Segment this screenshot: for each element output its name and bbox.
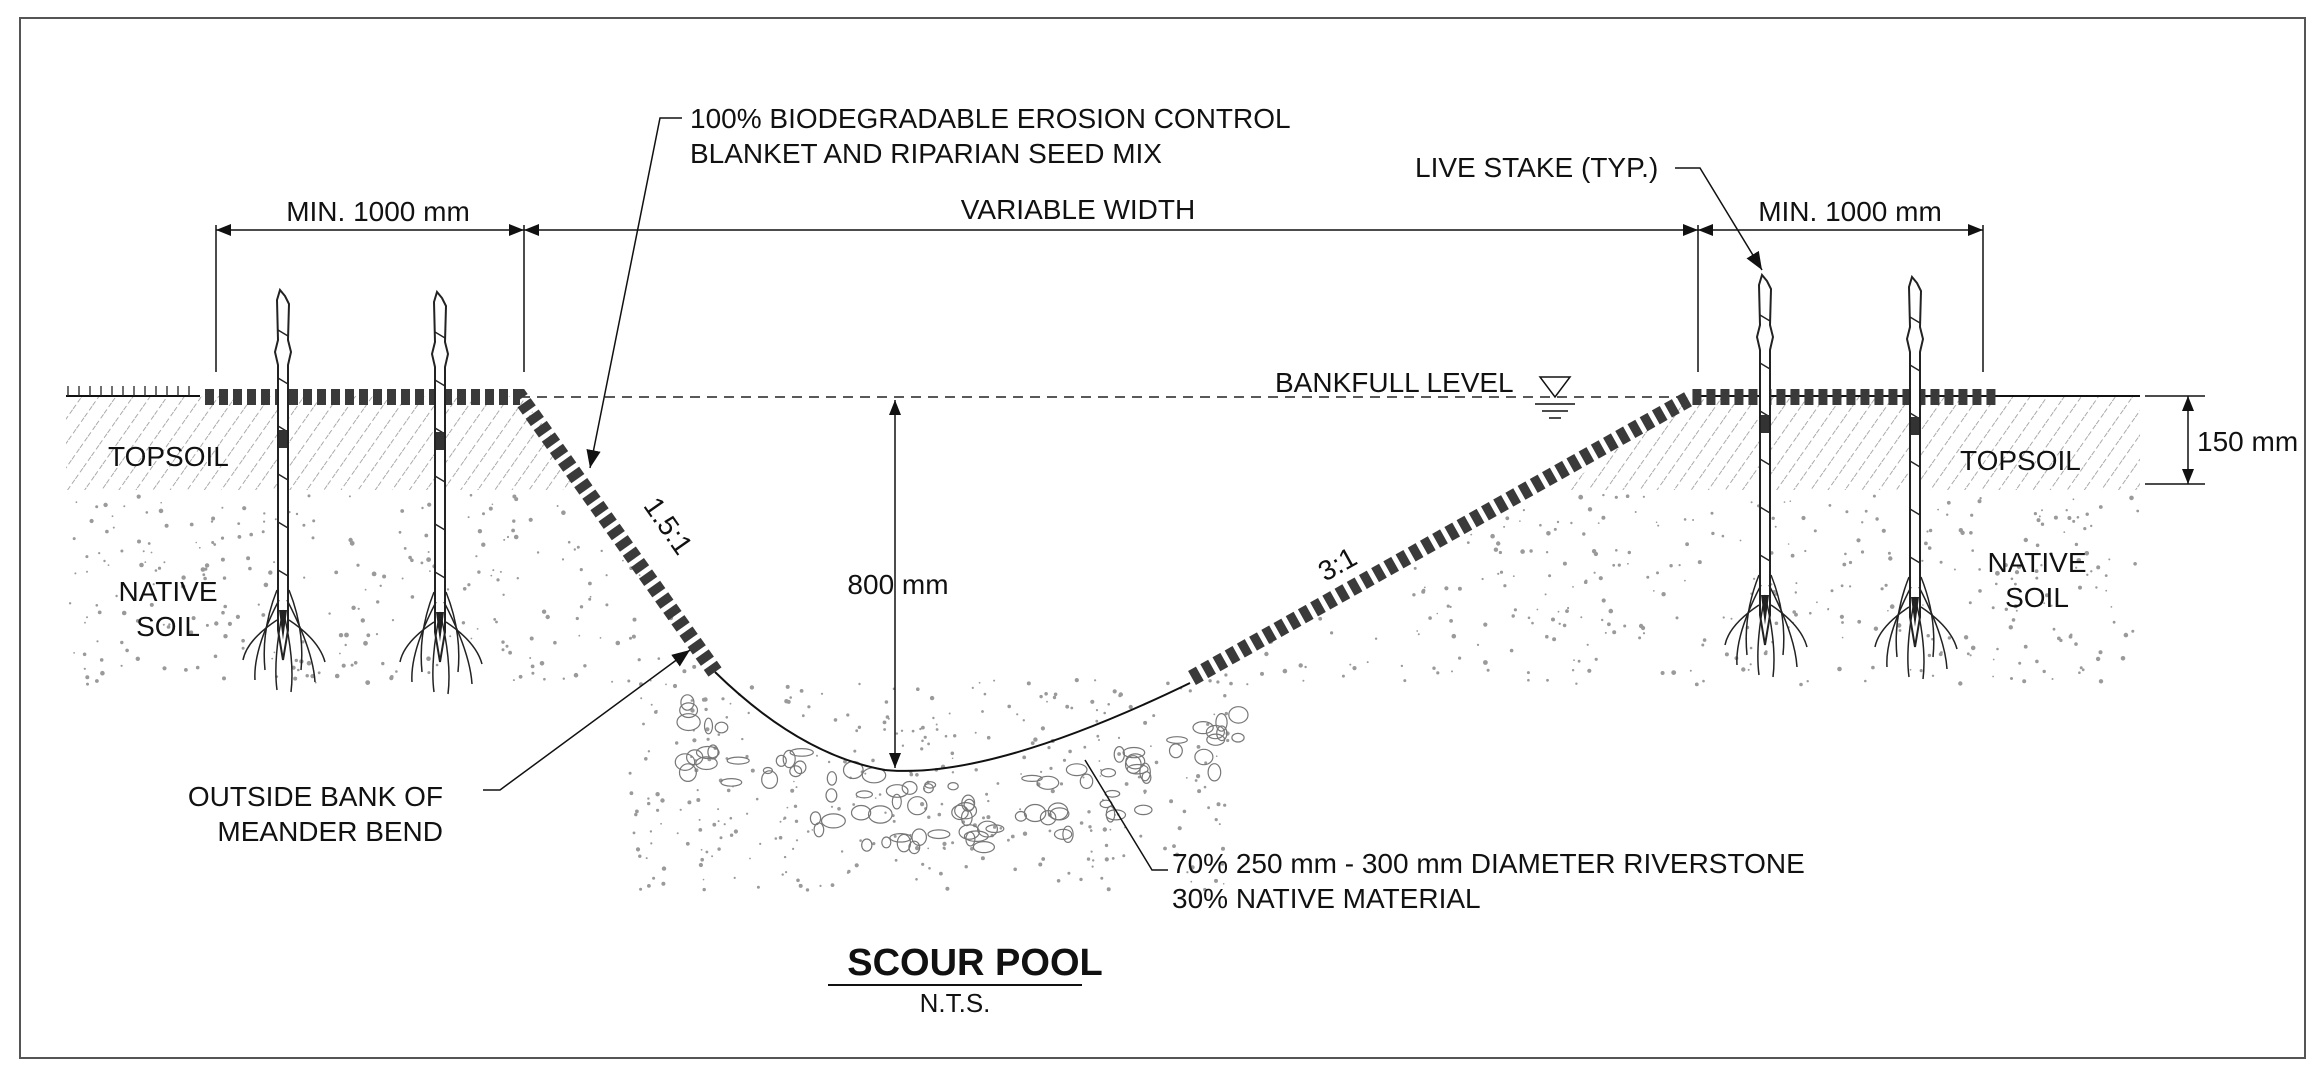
soil-layers <box>66 396 2140 892</box>
native-soil-right-line2: SOIL <box>2005 582 2069 613</box>
outside-bank-label-line1: OUTSIDE BANK OF <box>188 781 443 812</box>
blanket-label-line1: 100% BIODEGRADABLE EROSION CONTROL <box>690 103 1291 134</box>
variable-width-dim: VARIABLE WIDTH <box>961 194 1195 225</box>
min-width-right-dim: MIN. 1000 mm <box>1758 196 1942 227</box>
native-soil-right-line1: NATIVE <box>1987 547 2086 578</box>
topsoil-depth-dim: 150 mm <box>2197 426 2298 457</box>
erosion-control-blanket <box>205 389 2000 685</box>
native-soil-left-line1: NATIVE <box>118 576 217 607</box>
topsoil-layer-right <box>1560 396 2140 490</box>
slope-left-label: 1.5:1 <box>638 491 699 560</box>
drawing-title: SCOUR POOL <box>847 942 1102 984</box>
riverstone-label-line1: 70% 250 mm - 300 mm DIAMETER RIVERSTONE <box>1172 848 1805 879</box>
drawing-border <box>19 17 2306 1059</box>
outside-bank-label-line2: MEANDER BEND <box>217 816 443 847</box>
grass-ticks <box>67 386 190 396</box>
dimension-lines <box>215 224 2205 768</box>
native-soil-left-line2: SOIL <box>136 611 200 642</box>
riverstone-label-line2: 30% NATIVE MATERIAL <box>1172 883 1481 914</box>
blanket-label-line2: BLANKET AND RIPARIAN SEED MIX <box>690 138 1162 169</box>
riverstone-fill <box>674 694 1249 855</box>
depth-dim-label: 800 mm <box>847 569 948 600</box>
native-soil-stipple <box>68 493 2140 892</box>
channel-bed-profile <box>714 671 1191 772</box>
annotations: 100% BIODEGRADABLE EROSION CONTROL BLANK… <box>108 103 2298 1018</box>
topsoil-layer-left <box>66 396 595 490</box>
bankfull-level-label: BANKFULL LEVEL <box>1275 367 1514 398</box>
leader-lines <box>483 117 1763 871</box>
min-width-left-dim: MIN. 1000 mm <box>286 196 470 227</box>
topsoil-right-label: TOPSOIL <box>1960 445 2081 476</box>
live-stake-label: LIVE STAKE (TYP.) <box>1415 152 1658 183</box>
topsoil-left-label: TOPSOIL <box>108 441 229 472</box>
bankfull-level-symbol <box>1535 376 1575 419</box>
live-stakes <box>242 272 1958 695</box>
scale-note: N.T.S. <box>920 988 991 1018</box>
